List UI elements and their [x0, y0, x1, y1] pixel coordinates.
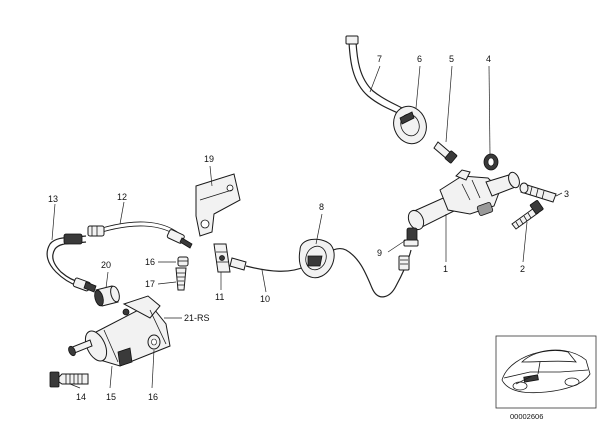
- callout-13: 13: [48, 194, 58, 204]
- part-2-bolt: [511, 200, 544, 230]
- part-13-flex-hose: [46, 233, 97, 293]
- part-3-push-rod: [519, 182, 557, 203]
- callout-8: 8: [319, 202, 324, 212]
- part-4-seal-ring: [483, 153, 499, 171]
- part-6-grommet: [393, 105, 427, 145]
- callout-15: 15: [106, 392, 116, 402]
- vehicle-inset: 00002606: [495, 335, 597, 421]
- part-17-bleed-screw: [175, 267, 187, 291]
- reference-number: 00002606: [510, 412, 543, 421]
- callout-14: 14: [76, 392, 86, 402]
- part-8-damper: [298, 238, 335, 279]
- callout-1: 1: [443, 264, 448, 274]
- callout-16-upper: 16: [145, 257, 155, 267]
- callout-16-lower: 16: [148, 392, 158, 402]
- part-1-master-cylinder: [407, 169, 520, 231]
- part-12-pipe: [87, 221, 193, 249]
- car-thumbnail-icon: [501, 349, 591, 394]
- callout-7: 7: [377, 54, 382, 64]
- part-16-seal-lower: [147, 334, 161, 350]
- part-19-holder: [195, 173, 241, 237]
- callout-2: 2: [520, 264, 525, 274]
- callout-labels: 7 6 5 4 3 2 1 9 8 10 11 19 12 13 16 17 2…: [48, 54, 569, 402]
- part-14-bolt: [49, 371, 89, 388]
- callout-17: 17: [145, 279, 155, 289]
- part-20-sleeve: [94, 285, 120, 307]
- callout-11: 11: [215, 292, 224, 302]
- callout-19: 19: [204, 154, 214, 164]
- callout-5: 5: [449, 54, 454, 64]
- leader-lines: [51, 65, 563, 389]
- callout-12: 12: [117, 192, 127, 202]
- callout-6: 6: [417, 54, 422, 64]
- part-7-reservoir-hose: [345, 35, 403, 115]
- callout-20: 20: [101, 260, 111, 270]
- part-9-hose-connector: [403, 227, 419, 247]
- callout-10: 10: [260, 294, 270, 304]
- callout-3: 3: [564, 189, 569, 199]
- part-16-cap-upper: [177, 256, 189, 267]
- callout-21-rs: 21-RS: [184, 313, 210, 323]
- part-15-slave-cylinder: [68, 295, 171, 367]
- callout-4: 4: [486, 54, 491, 64]
- part-11-bracket: [213, 243, 247, 273]
- part-5-feed-fitting: [433, 141, 458, 164]
- callout-9: 9: [377, 248, 382, 258]
